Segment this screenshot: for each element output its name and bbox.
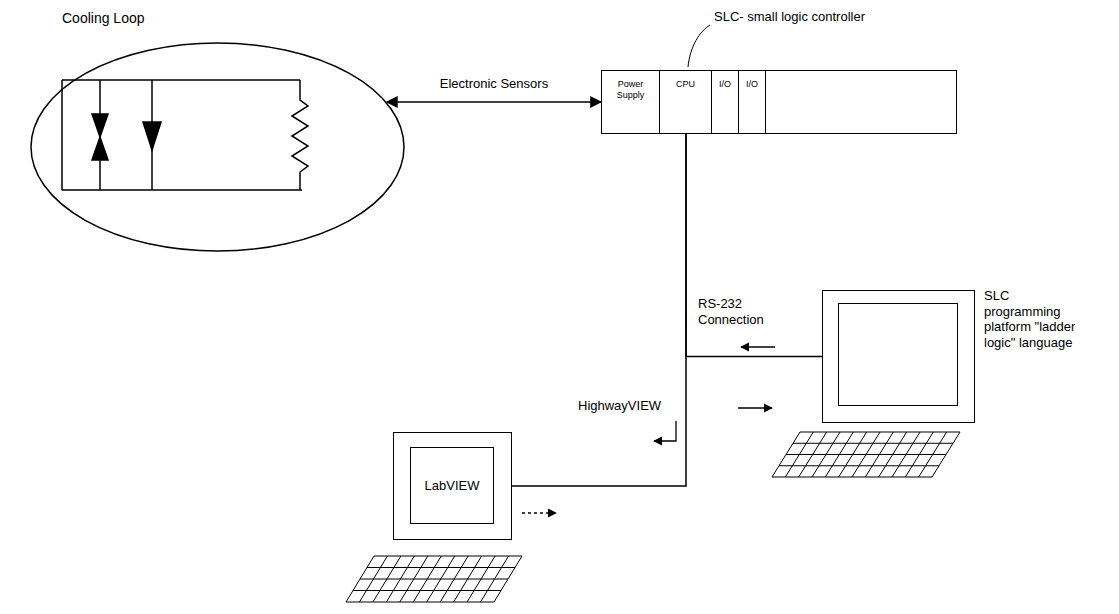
- keyboard: [346, 432, 960, 602]
- valve-symbol: [92, 114, 108, 160]
- node-text: I/O: [713, 79, 737, 90]
- loop-ellipse: [31, 43, 404, 251]
- io-module: I/O: [712, 71, 739, 133]
- connector-label: HighwayVIEW: [577, 398, 662, 414]
- data-arrow: [738, 407, 772, 408]
- circuit-wire: [62, 80, 302, 190]
- node-text: Power Supply: [603, 79, 658, 101]
- monitor-screen: [838, 303, 958, 406]
- node-text: SLC programming platform "ladder logic" …: [984, 288, 1084, 350]
- labview-monitor: LabVIEW: [393, 432, 512, 540]
- connector-label: Electronic Sensors: [439, 76, 549, 92]
- keyboard-keys: [353, 556, 515, 602]
- callout-label: SLC- small logic controller: [713, 9, 866, 25]
- cooling-circuit: [62, 80, 308, 190]
- leader-line: [688, 25, 710, 67]
- node-text: Cooling Loop: [62, 10, 145, 27]
- programming-monitor: SLC programming platform "ladder logic" …: [822, 290, 975, 423]
- connector: [387, 101, 601, 103]
- loop-outline: [30, 42, 405, 252]
- resistor-symbol: [292, 80, 308, 190]
- connector: [686, 133, 822, 357]
- data-arrow: [654, 421, 676, 441]
- keyboard-outline: [346, 556, 522, 602]
- node-text: CPU: [661, 79, 710, 90]
- cpu-module: CPU: [660, 71, 712, 133]
- keyboard-keys: [779, 432, 953, 477]
- node-text: I/O: [740, 79, 764, 90]
- diode-symbol: [143, 122, 161, 150]
- data-arrow: [741, 346, 775, 347]
- connector: [512, 133, 686, 486]
- slc-rack: Power SupplyCPUI/OI/O: [601, 70, 957, 134]
- io-module: I/O: [739, 71, 766, 133]
- connector-label: RS-232 Connection: [697, 296, 779, 327]
- monitor-screen: LabVIEW: [410, 447, 494, 524]
- node-text: LabVIEW: [425, 478, 480, 494]
- power-supply-module: Power Supply: [602, 71, 660, 133]
- keyboard-outline: [772, 432, 960, 477]
- cooling-loop: Cooling Loop: [30, 42, 405, 252]
- data-arrow: [522, 512, 556, 513]
